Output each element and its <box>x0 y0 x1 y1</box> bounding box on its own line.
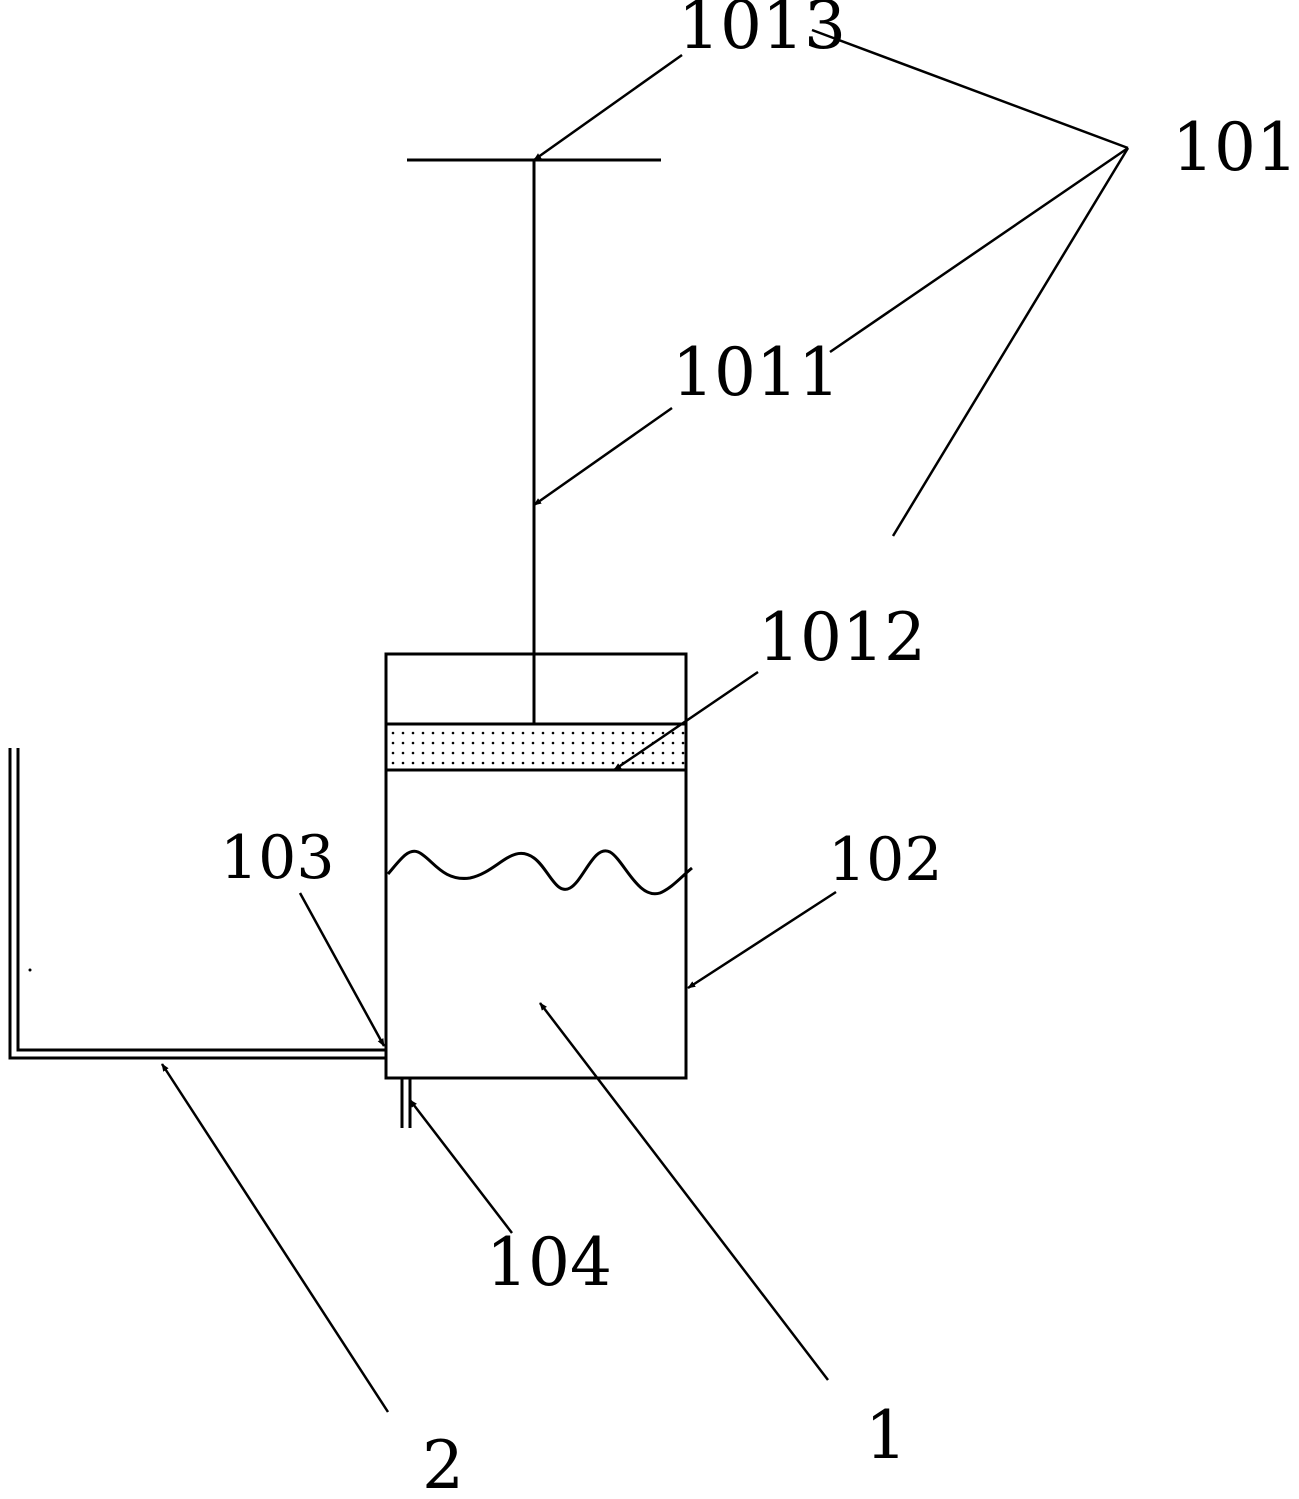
piston-plate <box>384 722 688 772</box>
label-101: 101 <box>1172 109 1298 186</box>
label-1013: 1013 <box>678 0 846 64</box>
label-1: 1 <box>865 1397 907 1474</box>
arrow-102 <box>687 890 837 990</box>
arrow-103 <box>298 892 386 1047</box>
arrow-1012 <box>613 670 759 772</box>
label-1011: 1011 <box>672 334 840 411</box>
container-body <box>384 652 688 1080</box>
arrow-104 <box>409 1099 513 1234</box>
arrow-1011 <box>533 406 673 507</box>
label-1012: 1012 <box>758 599 926 676</box>
stray-dot <box>28 968 32 972</box>
arrow-2 <box>160 1063 390 1413</box>
liquid-surface <box>386 849 693 896</box>
label-104: 104 <box>486 1224 612 1301</box>
label-2: 2 <box>422 1427 464 1499</box>
label-102: 102 <box>828 825 943 895</box>
outlet-pipe-inner <box>16 748 386 1052</box>
leader-101-to-1013 <box>811 28 1129 150</box>
arrow-1013 <box>533 53 683 162</box>
leader-101-to-1011 <box>829 146 1129 354</box>
leader-101-to-1012 <box>891 147 1130 537</box>
label-103: 103 <box>220 823 335 893</box>
arrow-1 <box>539 1002 829 1381</box>
outlet-pipe-outer <box>8 748 386 1060</box>
